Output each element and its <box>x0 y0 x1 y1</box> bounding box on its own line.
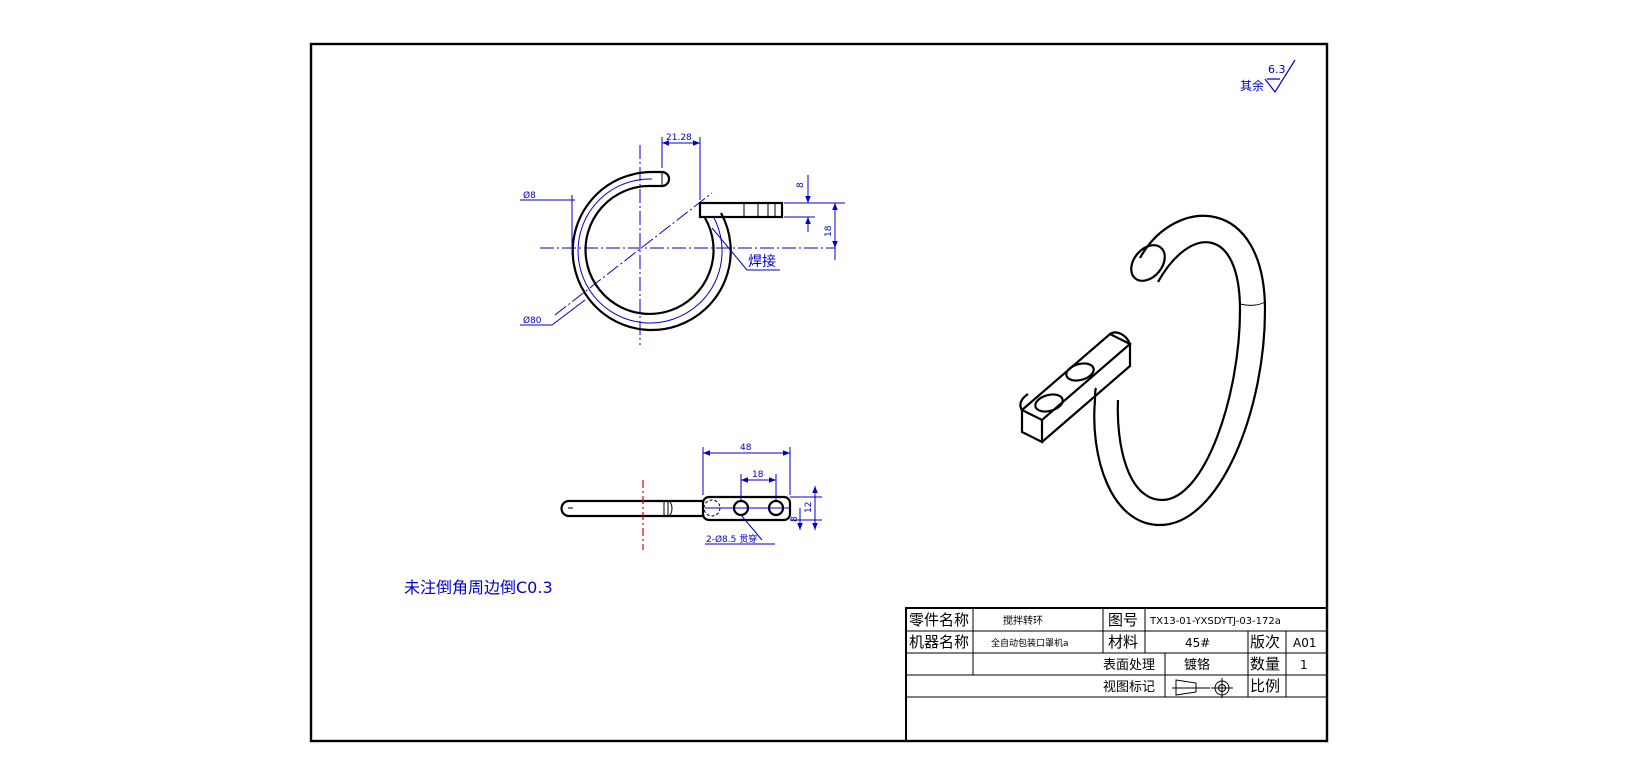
iso-ring-inner <box>1116 241 1242 502</box>
tb-scale-label: 比例 <box>1250 677 1280 695</box>
rod-weld-arc <box>667 500 673 517</box>
tb-surface: 镀铬 <box>1184 657 1210 673</box>
tb-quantity: 1 <box>1300 658 1308 672</box>
roughness-prefix: 其余 <box>1240 78 1264 93</box>
iso-tab-hole-2 <box>1065 362 1095 382</box>
drawing-frame <box>309 42 1329 743</box>
iso-tab-front <box>1020 410 1044 444</box>
rod-body <box>560 499 703 518</box>
tb-view-mark-label: 视图标记 <box>1103 680 1155 695</box>
hole-note: 2-Ø8.5 贯穿 <box>706 533 757 545</box>
dim-thk-text: 8 <box>790 516 800 522</box>
tb-material: 45# <box>1185 636 1210 650</box>
dim-height-text: 12 <box>804 502 814 513</box>
tb-drawing-no-label: 图号 <box>1108 611 1138 629</box>
tb-part-name-label: 零件名称 <box>909 611 969 629</box>
weld-label: 焊接 <box>748 253 776 270</box>
roughness-value: 6.3 <box>1268 63 1286 76</box>
chamfer-note: 未注倒角周边倒C0.3 <box>404 578 553 597</box>
tb-quantity-label: 数量 <box>1250 655 1280 673</box>
iso-tab-side <box>1041 344 1132 443</box>
tb-revision: A01 <box>1293 636 1316 650</box>
dim-ring-leader-diag <box>551 299 586 326</box>
iso-ring-outer <box>1093 214 1267 527</box>
iso-ring-end-cap <box>1130 244 1166 282</box>
dim-length-text: 48 <box>740 443 752 453</box>
iso-tab-hole-1 <box>1034 393 1064 413</box>
roughness-symbol: 其余 6.3 <box>1240 59 1296 94</box>
tb-surface-label: 表面处理 <box>1103 658 1155 673</box>
tb-part-name: 搅拌转环 <box>1003 614 1043 627</box>
tb-material-label: 材料 <box>1108 633 1138 651</box>
roughness-check-icon <box>1264 59 1296 94</box>
dim-tab-thk-text: 8 <box>796 182 806 188</box>
tb-drawing-no: TX13-01-YXSDYTJ-03-172a <box>1149 616 1281 627</box>
ring-inner-edge <box>584 184 715 316</box>
tb-machine-name: 全自动包装口罩机a <box>991 637 1069 649</box>
dim-offset-text: 21.28 <box>666 133 692 143</box>
tb-machine-name-label: 机器名称 <box>909 633 969 651</box>
hole-note-leader <box>740 514 763 541</box>
iso-tab-top <box>1020 332 1132 422</box>
front-view: 48 18 12 8 2-Ø8.5 贯穿 <box>560 443 822 550</box>
top-view-centerline-diag <box>554 192 713 316</box>
tb-revision-label: 版次 <box>1250 633 1280 651</box>
weld-leader <box>711 227 748 271</box>
ring-outer-edge <box>571 170 732 332</box>
isometric-view <box>1019 214 1267 527</box>
title-block: 零件名称 搅拌转环 图号 TX13-01-YXSDYTJ-03-172a 机器名… <box>905 607 1328 742</box>
dim-ring-text: Ø80 <box>523 315 542 326</box>
iso-tab-top-arcs <box>1019 331 1132 411</box>
ring-mid-line <box>577 178 723 324</box>
projection-symbol-icon <box>1172 678 1233 698</box>
dim-wire-text: Ø8 <box>523 190 536 201</box>
top-view: 21.28 Ø8 Ø80 8 18 焊接 <box>520 133 845 345</box>
iso-ring-seam <box>1239 301 1266 306</box>
dim-tab-h-text: 18 <box>824 225 834 237</box>
weld-tab <box>698 201 784 219</box>
ring-end-cap <box>652 170 671 188</box>
dim-pitch-text: 18 <box>752 470 764 480</box>
